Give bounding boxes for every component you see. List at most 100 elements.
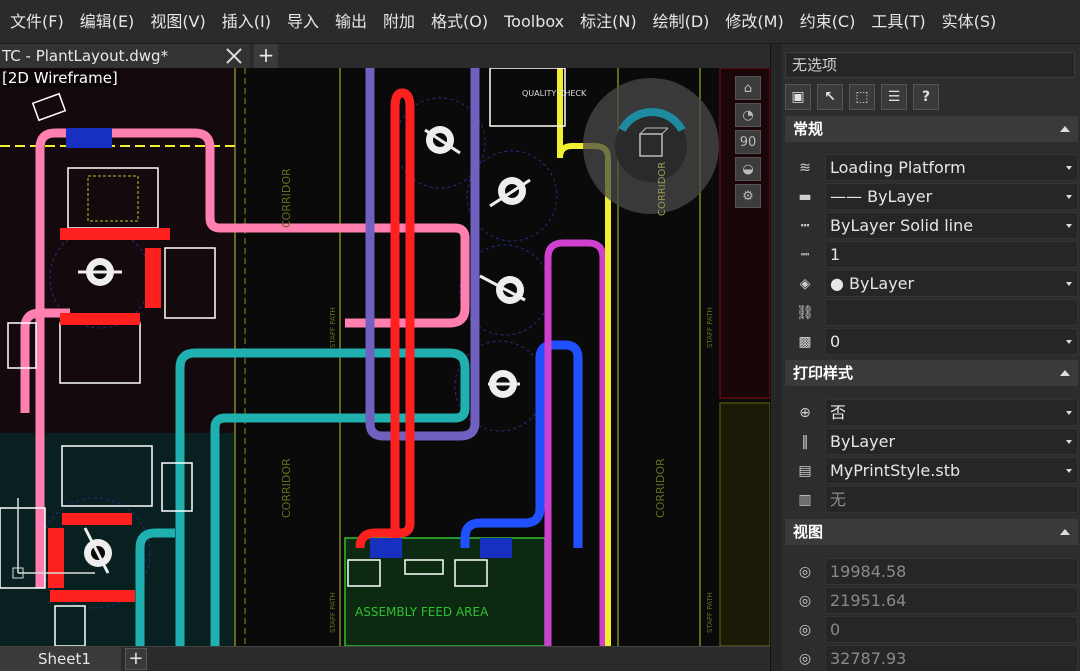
zone-right-yellow — [719, 402, 770, 646]
machine-base-red — [60, 228, 170, 240]
plot-color-icon: ‖ — [801, 433, 809, 450]
close-icon[interactable] — [224, 46, 244, 66]
plot-style-icon: ⊕ — [799, 404, 811, 421]
property-value[interactable]: 1 — [825, 241, 1078, 268]
cyan-conveyor — [135, 528, 175, 646]
collapse-icon[interactable] — [1060, 126, 1070, 132]
property-row: ⛓ — [785, 298, 1078, 327]
menu-item[interactable]: 插入(I) — [221, 11, 271, 31]
property-value[interactable] — [825, 299, 1078, 326]
section-plot-style[interactable]: 打印样式 — [785, 360, 1078, 386]
property-value-text: Loading Platform — [830, 158, 966, 177]
zone-upper-left — [0, 68, 235, 433]
properties-toolbar: ▣↖⬚☰? — [785, 84, 939, 110]
section-title: 打印样式 — [793, 364, 854, 382]
selection-dropdown[interactable]: 无选项 — [785, 52, 1075, 78]
menu-item[interactable]: 附加 — [383, 11, 416, 31]
properties-tool-button[interactable]: ☰ — [881, 84, 907, 110]
property-value[interactable]: MyPrintStyle.stb — [825, 457, 1078, 484]
property-value-text: 1 — [830, 245, 841, 264]
staff-path-label: STAFF PATH — [329, 592, 337, 633]
gear-icon[interactable]: ⚙ — [735, 184, 761, 208]
properties-tool-button[interactable]: ? — [913, 84, 939, 110]
drawing-canvas[interactable]: QUALITY CHECK ASSEMBLY FEED AREA CORRIDO… — [0, 68, 770, 646]
document-tab[interactable]: TC - PlantLayout.dwg* — [0, 44, 250, 68]
orbit-icon[interactable]: ◔ — [735, 103, 761, 127]
property-value: 32787.93 — [825, 645, 1078, 671]
property-row: ◎0 — [785, 615, 1078, 644]
center-z-icon: ◎ — [798, 621, 812, 638]
feed-rack — [404, 559, 444, 575]
menu-item[interactable]: 文件(F) — [10, 11, 64, 31]
property-value-text: ByLayer — [830, 432, 896, 451]
menu-item[interactable]: 输出 — [334, 11, 367, 31]
chevron-down-icon[interactable] — [1066, 469, 1072, 473]
menu-item[interactable]: 标注(N) — [580, 11, 637, 31]
property-value[interactable]: ByLayer — [825, 428, 1078, 455]
property-value-text: 无 — [830, 490, 847, 509]
feed-rack — [454, 559, 488, 587]
property-value[interactable]: —— ByLayer — [825, 183, 1078, 210]
drawing-svg: QUALITY CHECK ASSEMBLY FEED AREA CORRIDO… — [0, 68, 770, 646]
add-sheet-button[interactable]: + — [124, 648, 147, 670]
chevron-down-icon[interactable] — [1066, 440, 1072, 444]
lineweight-icon: ◈ — [799, 275, 811, 292]
property-row: ◎19984.58 — [785, 557, 1078, 586]
menu-item[interactable]: 工具(T) — [871, 11, 926, 31]
collapse-icon[interactable] — [1060, 370, 1070, 376]
menu-item[interactable]: Toolbox — [504, 11, 565, 31]
linetype-scale-icon: ┉ — [800, 246, 810, 263]
properties-tool-button[interactable]: ▣ — [785, 84, 811, 110]
machine-outline — [7, 322, 37, 369]
chevron-down-icon[interactable] — [1066, 224, 1072, 228]
property-value-text: 32787.93 — [830, 649, 907, 668]
pan-icon[interactable]: ◒ — [735, 157, 761, 181]
property-row: ▬—— ByLayer — [785, 182, 1078, 211]
chevron-down-icon[interactable] — [1066, 282, 1072, 286]
section-general[interactable]: 常规 — [785, 116, 1078, 142]
pink-conveyor — [20, 308, 70, 413]
staff-path-label: STAFF PATH — [706, 307, 714, 348]
property-row: ▤ MyPrintStyle.stb — [785, 456, 1078, 485]
machine-outline — [61, 445, 153, 507]
chevron-down-icon[interactable] — [1066, 166, 1072, 170]
menu-item[interactable]: 编辑(E) — [79, 11, 135, 31]
viewport-style-label[interactable]: [2D Wireframe] — [0, 69, 120, 87]
property-value[interactable]: 0 — [825, 328, 1078, 355]
property-value-text: MyPrintStyle.stb — [830, 461, 961, 480]
tab-sheet1[interactable]: Sheet1 — [0, 646, 121, 671]
property-value-text: 19984.58 — [830, 562, 907, 581]
view-cube[interactable]: CORRIDOR — [583, 78, 719, 216]
section-view[interactable]: 视图 — [785, 519, 1078, 545]
properties-tool-button[interactable]: ↖ — [817, 84, 843, 110]
menu-item[interactable]: 实体(S) — [941, 11, 997, 31]
menu-item[interactable]: 绘制(D) — [652, 11, 710, 31]
property-value[interactable]: ByLayer Solid line — [825, 212, 1078, 239]
menu-item[interactable]: 导入 — [286, 11, 319, 31]
quality-check-label: QUALITY CHECK — [522, 89, 587, 98]
properties-tool-button[interactable]: ⬚ — [849, 84, 875, 110]
home-icon[interactable]: ⌂ — [735, 76, 761, 100]
property-value[interactable]: 否 — [825, 399, 1078, 426]
machine-base-red — [145, 248, 161, 308]
menu-item[interactable]: 约束(C) — [799, 11, 856, 31]
menu-item[interactable]: 格式(O) — [431, 11, 489, 31]
property-value[interactable]: Loading Platform — [825, 154, 1078, 181]
panel-splitter[interactable] — [770, 44, 782, 671]
menu-item[interactable]: 视图(V) — [150, 11, 206, 31]
corridor-label: CORRIDOR — [280, 458, 293, 518]
property-value[interactable]: ● ByLayer — [825, 270, 1078, 297]
chevron-down-icon[interactable] — [1066, 195, 1072, 199]
menu-item[interactable]: 修改(M) — [725, 11, 784, 31]
chevron-down-icon[interactable] — [1066, 411, 1072, 415]
plot-table-icon: ▤ — [798, 462, 812, 479]
staff-path-label: STAFF PATH — [706, 592, 714, 633]
cube-icon — [639, 133, 663, 157]
collapse-icon[interactable] — [1060, 529, 1070, 535]
purple-conveyor — [365, 68, 480, 441]
property-value-text: ● ByLayer — [830, 274, 915, 293]
guide-circle — [394, 97, 486, 189]
zoom-level-button[interactable]: 90 — [735, 130, 761, 154]
new-tab-button[interactable]: + — [254, 44, 278, 68]
chevron-down-icon[interactable] — [1066, 340, 1072, 344]
